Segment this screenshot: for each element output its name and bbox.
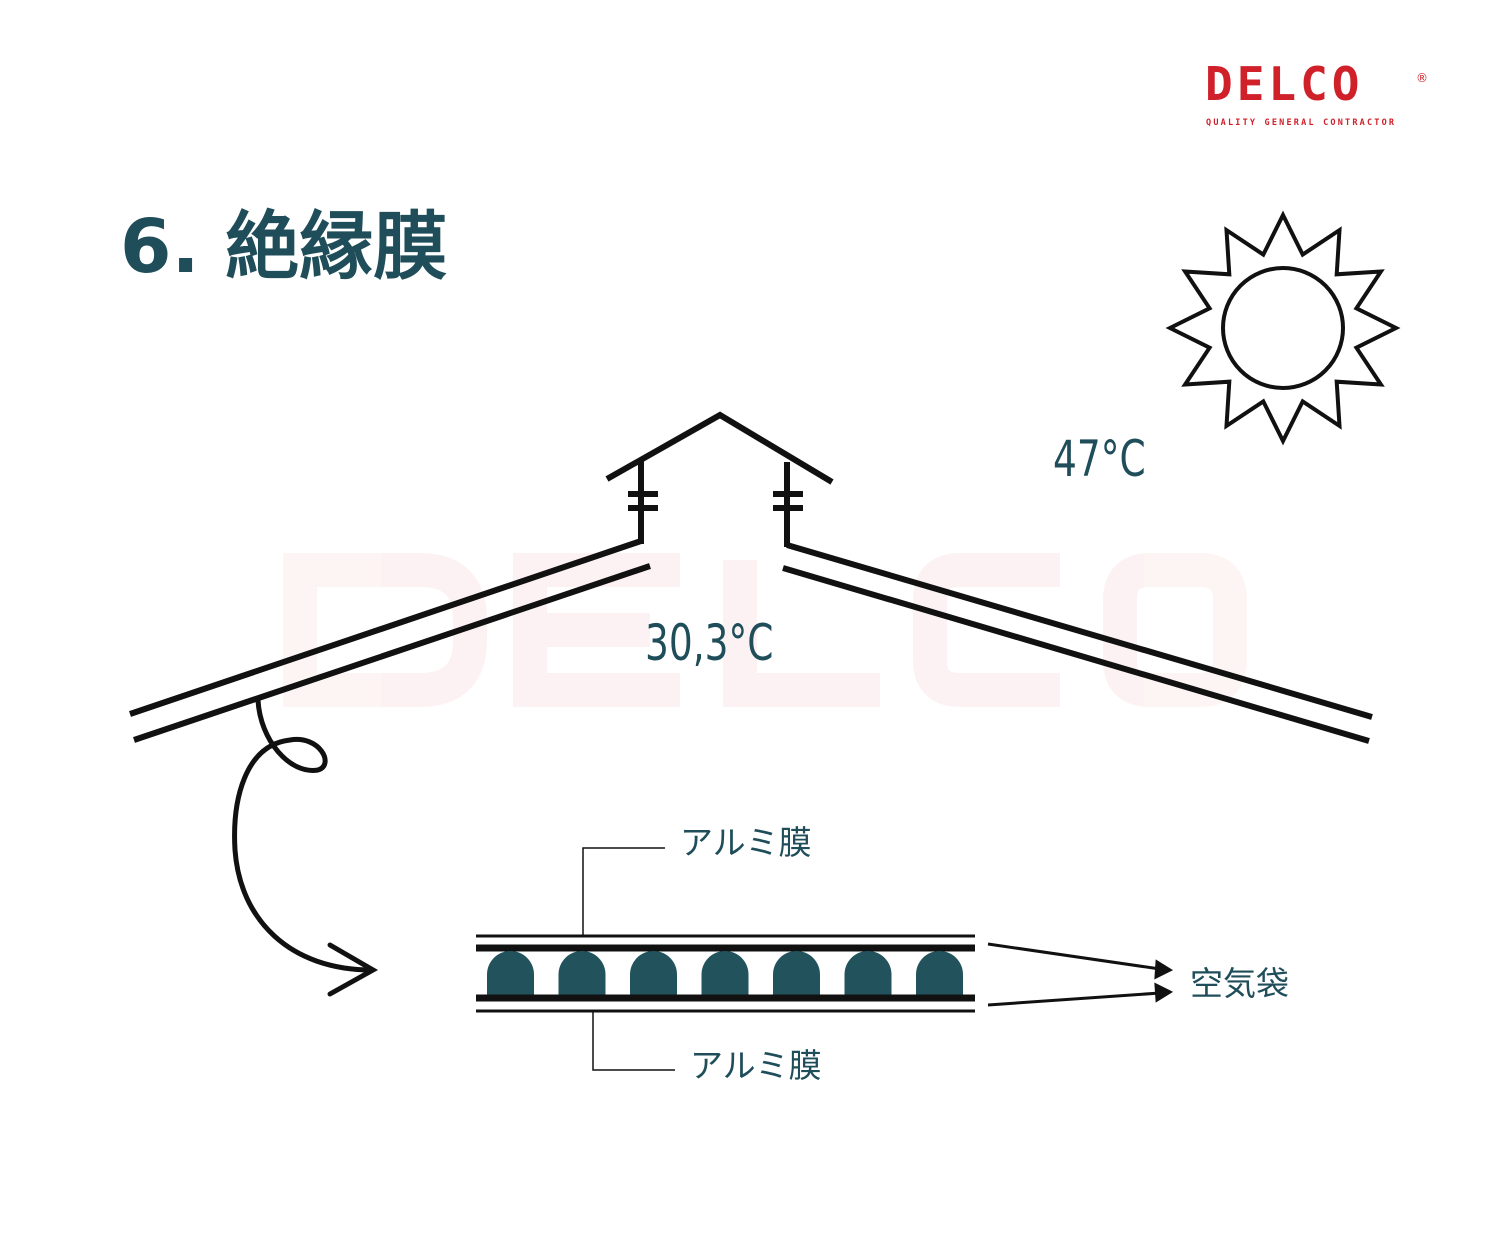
outside-temperature: 47°C [1053,431,1146,489]
top-layer-label: アルミ膜 [680,823,812,862]
air-bubble [916,950,963,996]
roof [129,411,1373,744]
attic-temperature: 30,3°C [645,615,773,673]
air-bubble [630,950,677,996]
sun-icon [1165,210,1401,446]
air-bubble [558,950,606,996]
page-title: 6. 絶縁膜 [120,204,447,290]
insulation-membrane [476,934,975,1013]
watermark [283,553,1247,707]
air-bubble [844,950,892,996]
air-pocket-arrows [987,942,1174,1007]
air-bubble [487,950,534,996]
air-pockets-label: 空気袋 [1190,964,1289,1003]
delco-logo: DELCO ® QUALITY GENERAL CONTRACTOR [1205,57,1428,128]
logo-registered: ® [1416,71,1428,85]
air-bubble [701,950,749,996]
bottom-layer-label: アルミ膜 [690,1046,822,1085]
logo-wordmark: DELCO [1205,57,1363,111]
top-layer-leader [582,847,665,936]
air-bubble [773,950,820,996]
bottom-layer-leader [592,1011,675,1071]
zoom-arrow-icon [232,697,379,997]
logo-tagline: QUALITY GENERAL CONTRACTOR [1206,118,1396,128]
